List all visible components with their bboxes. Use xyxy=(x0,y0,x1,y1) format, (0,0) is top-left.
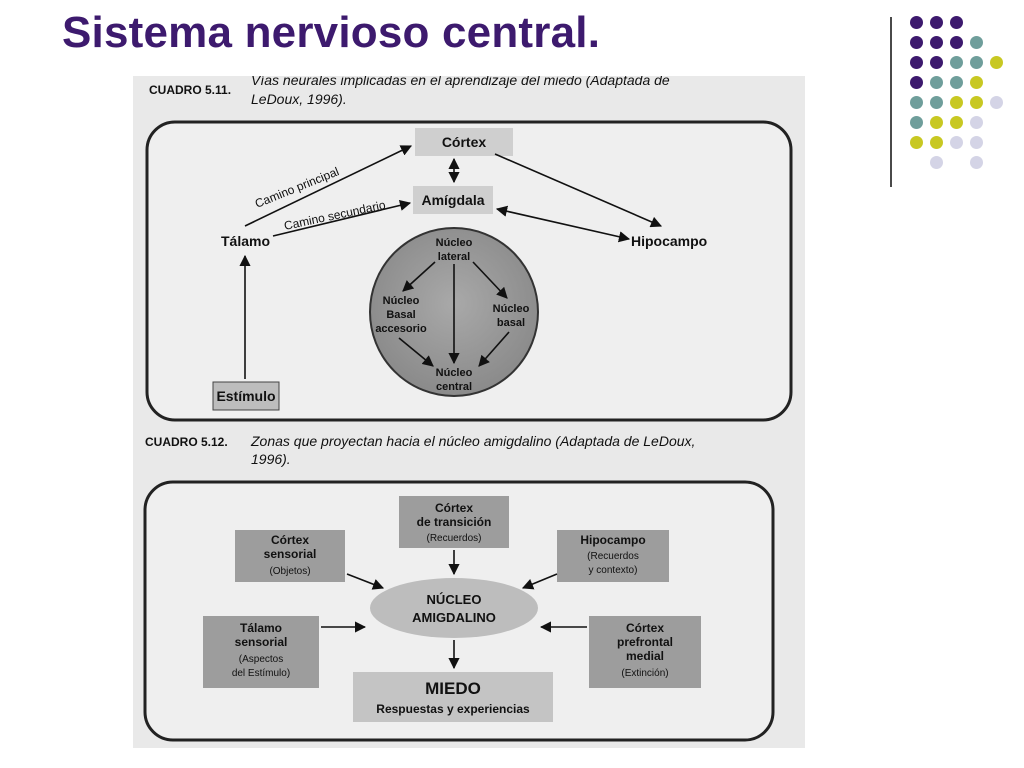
dot xyxy=(970,96,983,109)
node-estimulo-box xyxy=(212,381,280,411)
miedo-title: MIEDO xyxy=(425,679,481,698)
node-cortex: Córtex xyxy=(442,134,487,150)
box-cortex-transicion xyxy=(399,496,509,548)
node-hipocampo: Hipocampo xyxy=(631,233,707,249)
box-line: y contexto) xyxy=(589,565,638,576)
node-amigdala-box xyxy=(413,186,493,214)
nucleo-basal-accesorio-line: Núcleo xyxy=(383,295,420,307)
slide-title: Sistema nervioso central. xyxy=(62,8,601,57)
figure-svg: CUADRO 5.11. Vías neurales implicadas en… xyxy=(143,76,793,742)
node-amigdala: Amígdala xyxy=(421,192,484,208)
dot xyxy=(950,36,963,49)
arrow-talamo-cortex xyxy=(244,145,413,227)
decorative-divider xyxy=(890,17,892,187)
arrow-cortex-hipocampo xyxy=(494,153,663,228)
dot xyxy=(910,16,923,29)
caption-line: Zonas que proyectan hacia el núcleo amig… xyxy=(250,433,695,449)
dot xyxy=(990,96,1003,109)
dot xyxy=(970,136,983,149)
dot xyxy=(910,36,923,49)
nucleo-basal-line: Núcleo xyxy=(493,303,530,315)
box-line: Córtex xyxy=(271,533,309,547)
dot xyxy=(930,56,943,69)
box-line: (Objetos) xyxy=(269,566,310,577)
box-line: (Recuerdos) xyxy=(426,533,481,544)
box-line: Córtex xyxy=(626,621,664,635)
miedo-subtitle: Respuestas y experiencias xyxy=(376,702,530,716)
arrow-sensorial-nucleo xyxy=(346,573,385,590)
nucleo-basal-accesorio-line: Basal xyxy=(386,309,415,321)
caption-line: Vías neurales implicadas en el aprendiza… xyxy=(251,76,670,88)
arrow-lateral-basal-accesorio xyxy=(402,261,436,292)
dot xyxy=(930,96,943,109)
nucleo-lateral-line: lateral xyxy=(438,251,470,263)
nucleo-basal-line: basal xyxy=(497,317,525,329)
dot xyxy=(910,116,923,129)
box-miedo xyxy=(353,672,553,722)
arrow-basal-central xyxy=(478,331,510,367)
arrow-hipocampo-nucleo xyxy=(521,573,558,590)
box-line: medial xyxy=(626,649,664,663)
box-line: de transición xyxy=(417,515,492,529)
dot xyxy=(910,56,923,69)
figure-label-5-11: CUADRO 5.11. xyxy=(149,83,231,97)
nucleo-central-line: Núcleo xyxy=(436,367,473,379)
node-estimulo: Estímulo xyxy=(216,388,275,404)
caption-5-12: CUADRO 5.12. Zonas que proyectan hacia e… xyxy=(145,433,695,467)
caption-5-11: CUADRO 5.11. Vías neurales implicadas en… xyxy=(149,76,670,107)
nucleo-lateral-line: Núcleo xyxy=(436,237,473,249)
nucleo-amigdalino-line: AMIGDALINO xyxy=(412,610,496,625)
dot xyxy=(950,136,963,149)
nucleo-central-line: central xyxy=(436,381,472,393)
arrow-hipocampo-amigdala xyxy=(495,205,631,243)
arrow-basal-accesorio-central xyxy=(398,337,434,367)
node-cortex-box xyxy=(415,128,513,156)
dot xyxy=(970,56,983,69)
dot xyxy=(910,136,923,149)
dot xyxy=(910,76,923,89)
node-talamo: Tálamo xyxy=(221,233,270,249)
dot xyxy=(910,96,923,109)
dot xyxy=(970,116,983,129)
dot xyxy=(930,136,943,149)
dot xyxy=(950,76,963,89)
box-line: (Recuerdos xyxy=(587,551,639,562)
box-line: (Extinción) xyxy=(621,668,668,679)
dot xyxy=(950,16,963,29)
box-hipocampo xyxy=(557,530,669,582)
box-cortex-prefrontal-medial xyxy=(589,616,701,688)
box-line: del Estímulo) xyxy=(232,668,290,679)
dot xyxy=(970,36,983,49)
nucleo-basal-accesorio-line: accesorio xyxy=(375,323,427,335)
box-line: sensorial xyxy=(235,635,288,649)
box-cortex-sensorial xyxy=(235,530,345,582)
dot xyxy=(990,56,1003,69)
dot xyxy=(970,156,983,169)
dot xyxy=(950,56,963,69)
box-line: Córtex xyxy=(435,501,473,515)
node-nucleo-amigdalino xyxy=(370,578,538,638)
box-line: Tálamo xyxy=(240,621,282,635)
dot xyxy=(950,116,963,129)
dot xyxy=(930,36,943,49)
caption-line: LeDoux, 1996). xyxy=(251,91,347,107)
dot xyxy=(930,156,943,169)
arrow-lateral-basal xyxy=(472,261,508,299)
dot xyxy=(950,96,963,109)
scanned-figure: CUADRO 5.11. Vías neurales implicadas en… xyxy=(133,76,805,748)
arrow-talamo-amigdala xyxy=(272,199,412,237)
dot xyxy=(930,16,943,29)
box-talamo-sensorial xyxy=(203,616,319,688)
box-line: Hipocampo xyxy=(580,533,645,547)
dot xyxy=(930,116,943,129)
dot xyxy=(970,76,983,89)
figure-label-5-12: CUADRO 5.12. xyxy=(145,435,228,449)
dot xyxy=(930,76,943,89)
nucleo-amigdalino-line: NÚCLEO xyxy=(427,592,482,607)
box-line: (Aspectos xyxy=(239,654,283,665)
box-line: prefrontal xyxy=(617,635,673,649)
box-line: sensorial xyxy=(264,547,317,561)
caption-line: 1996). xyxy=(251,451,291,467)
